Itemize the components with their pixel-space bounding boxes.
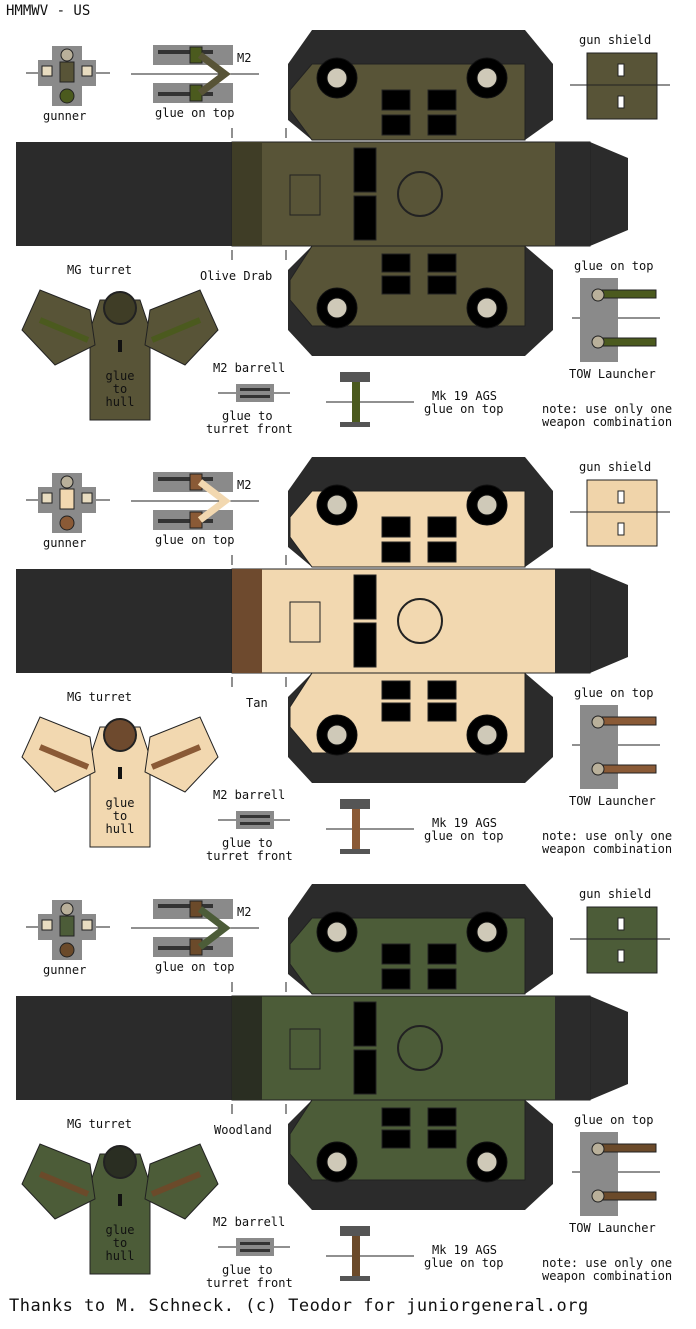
note-label-1: note: use only one — [542, 829, 673, 843]
papercraft-sheet — [16, 457, 670, 854]
glue-to-hull-label: glue — [105, 1223, 135, 1237]
gunner-label: gunner — [43, 109, 87, 123]
mk19-glue-label: glue on top — [424, 1256, 504, 1270]
m2-barrell-part — [218, 811, 290, 829]
m2-barrell-part — [218, 1238, 290, 1256]
gun-shield-label: gun shield — [579, 33, 652, 47]
scheme-label: Tan — [246, 696, 268, 710]
mk19-ags — [326, 799, 414, 854]
note-label-2: weapon combination — [542, 842, 673, 856]
tow-glue-label: glue on top — [574, 1113, 654, 1127]
scheme-label: Woodland — [214, 1123, 272, 1137]
hull-net — [16, 30, 628, 356]
scheme-section-3: gunner M2 glue on top gun shield MG turret Wo… — [0, 854, 696, 1290]
gunner-label: gunner — [43, 536, 87, 550]
turret-front-label-2: turret front — [206, 422, 293, 436]
mg-turret — [21, 716, 219, 848]
glue-to-hull-label: glue — [105, 369, 135, 383]
mg-turret-label: MG turret — [67, 1117, 133, 1131]
glue-to-hull-label: glue — [105, 796, 135, 810]
hull-net — [16, 457, 628, 783]
note-label-1: note: use only one — [542, 402, 673, 416]
glue-to-hull-label: to — [112, 1236, 128, 1250]
scheme-section-1: gunner M2 glue on top gun shield MG turret Ol… — [0, 0, 696, 436]
papercraft-sheet — [16, 30, 670, 427]
m2-label: M2 — [237, 51, 252, 65]
mk19-ags — [326, 1226, 414, 1281]
glue-to-hull-label: hull — [105, 822, 135, 836]
glue-to-hull-label: hull — [105, 395, 135, 409]
turret-front-label-2: turret front — [206, 849, 293, 863]
mg-turret — [21, 1143, 219, 1275]
gun-shield-label: gun shield — [579, 887, 652, 901]
m2-glue-label: glue on top — [155, 533, 235, 547]
scheme-label: Olive Drab — [200, 269, 273, 283]
gun-shield-label: gun shield — [579, 460, 652, 474]
turret-front-label-1: glue to — [222, 1263, 273, 1277]
turret-front-label-2: turret front — [206, 1276, 293, 1290]
m2-barrell-label: M2 barrell — [213, 788, 286, 802]
mk19-label: Mk 19 AGS — [432, 389, 498, 403]
hull-net — [16, 884, 628, 1210]
note-label-2: weapon combination — [542, 1269, 673, 1283]
glue-to-hull-label: to — [112, 809, 128, 823]
m2-gun — [131, 899, 259, 957]
mk19-glue-label: glue on top — [424, 402, 504, 416]
tow-label: TOW Launcher — [569, 367, 656, 381]
tow-launcher — [572, 1132, 660, 1216]
mk19-glue-label: glue on top — [424, 829, 504, 843]
tow-glue-label: glue on top — [574, 259, 654, 273]
gunner-figure — [26, 473, 110, 533]
glue-to-hull-label: to — [112, 382, 128, 396]
gunner-figure — [26, 900, 110, 960]
scheme-section-2: gunner M2 glue on top gun shield MG turret Ta… — [0, 427, 696, 863]
credits-footer: Thanks to M. Schneck. (c) Teodor for jun… — [9, 1296, 589, 1316]
m2-gun — [131, 45, 259, 103]
mk19-ags — [326, 372, 414, 427]
tow-launcher — [572, 278, 660, 362]
mk19-label: Mk 19 AGS — [432, 1243, 498, 1257]
note-label-2: weapon combination — [542, 415, 673, 429]
mg-turret-label: MG turret — [67, 690, 133, 704]
tow-glue-label: glue on top — [574, 686, 654, 700]
gun-shield — [570, 906, 670, 974]
m2-glue-label: glue on top — [155, 960, 235, 974]
gunner-label: gunner — [43, 963, 87, 977]
tow-label: TOW Launcher — [569, 1221, 656, 1235]
gun-shield — [570, 479, 670, 547]
m2-label: M2 — [237, 905, 252, 919]
turret-front-label-1: glue to — [222, 836, 273, 850]
m2-glue-label: glue on top — [155, 106, 235, 120]
papercraft-sheet — [16, 884, 670, 1281]
mg-turret-label: MG turret — [67, 263, 133, 277]
m2-gun — [131, 472, 259, 530]
glue-to-hull-label: hull — [105, 1249, 135, 1263]
tow-label: TOW Launcher — [569, 794, 656, 808]
mk19-label: Mk 19 AGS — [432, 816, 498, 830]
gunner-figure — [26, 46, 110, 106]
m2-label: M2 — [237, 478, 252, 492]
turret-front-label-1: glue to — [222, 409, 273, 423]
m2-barrell-part — [218, 384, 290, 402]
tow-launcher — [572, 705, 660, 789]
note-label-1: note: use only one — [542, 1256, 673, 1270]
page-title: HMMWV - US — [6, 3, 91, 19]
m2-barrell-label: M2 barrell — [213, 1215, 286, 1229]
m2-barrell-label: M2 barrell — [213, 361, 286, 375]
gun-shield — [570, 52, 670, 120]
mg-turret — [21, 289, 219, 421]
